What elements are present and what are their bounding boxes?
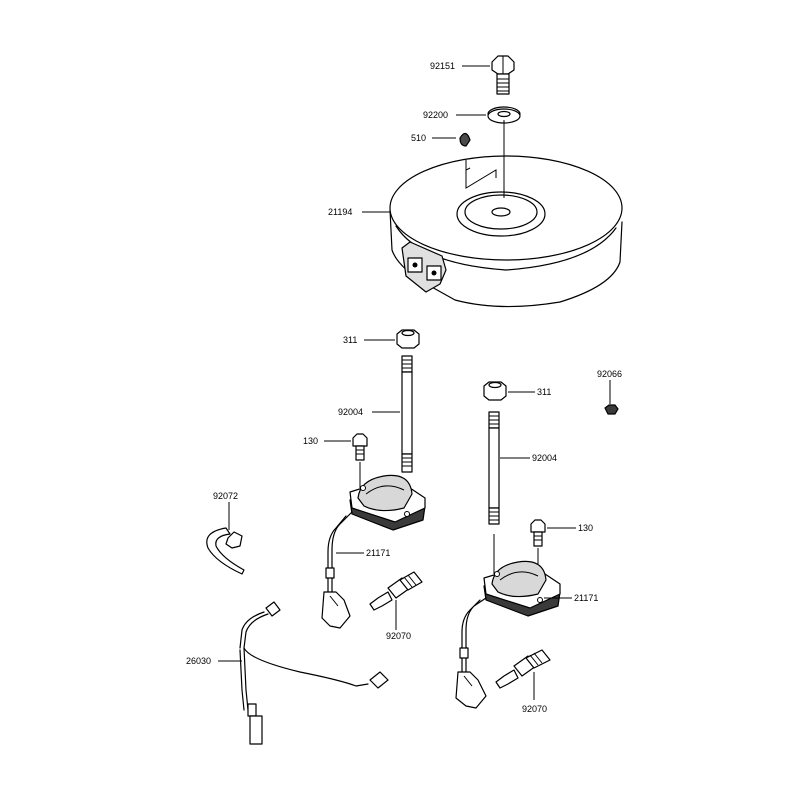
label-nut-right: 311	[537, 387, 551, 397]
washer-part	[487, 106, 521, 124]
label-screw-left: 130	[303, 436, 318, 446]
label-coil-left: 21171	[366, 548, 390, 558]
nut-right-part	[483, 381, 507, 401]
label-screw-right: 130	[578, 523, 593, 533]
key-part	[459, 132, 471, 147]
label-stud-right: 92004	[532, 453, 557, 463]
plug-right-part	[495, 649, 551, 689]
label-flywheel: 21194	[328, 207, 352, 217]
label-plug-left: 92070	[386, 631, 411, 641]
label-nut-left: 311	[343, 335, 357, 345]
nut-left-part	[396, 329, 420, 349]
label-clamp: 92072	[213, 491, 238, 501]
label-harness: 26030	[186, 656, 211, 666]
screw-left-part	[352, 433, 368, 480]
label-coil-right: 21171	[574, 593, 598, 603]
bolt-part	[491, 55, 515, 95]
label-stud-left: 92004	[338, 407, 363, 417]
label-bolt: 92151	[430, 61, 455, 71]
stud-left-part	[401, 355, 413, 473]
label-key: 510	[411, 133, 426, 143]
label-small-nut: 92066	[597, 369, 622, 379]
screw-right-part	[530, 519, 546, 566]
coil-right-part	[455, 534, 561, 709]
small-nut-part	[604, 404, 619, 415]
plug-left-part	[369, 571, 423, 611]
flywheel-part	[389, 120, 623, 308]
harness-part	[239, 601, 389, 745]
label-washer: 92200	[423, 110, 448, 120]
label-plug-right: 92070	[522, 704, 547, 714]
clamp-part	[206, 527, 245, 575]
coil-left-part	[321, 474, 426, 629]
stud-right-part	[488, 411, 500, 525]
